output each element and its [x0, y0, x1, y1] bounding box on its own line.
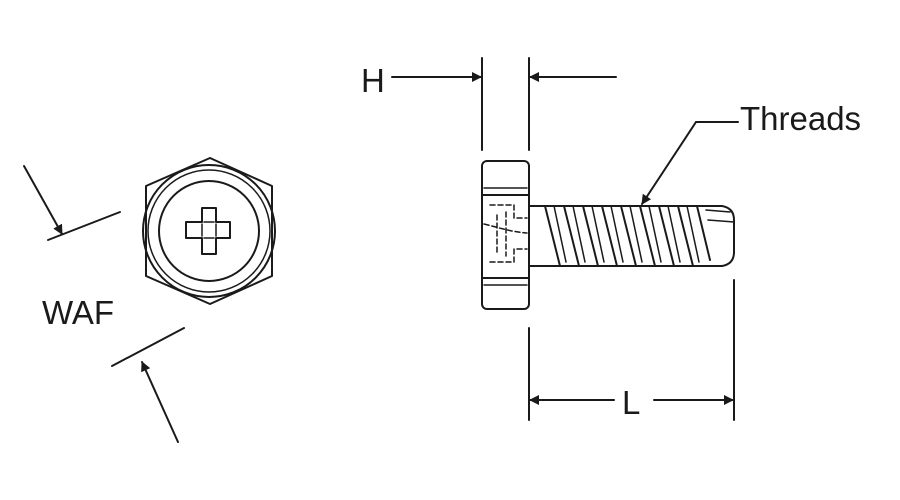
hex-head-end-view [142, 157, 276, 305]
recess-hidden-lines [483, 204, 528, 263]
phillips-recess-icon [185, 207, 231, 255]
h-dimension [391, 57, 617, 151]
threads-label: Threads [740, 100, 862, 137]
l-dimension [528, 279, 735, 421]
screw-side-view [481, 160, 735, 310]
head-height-label: H [361, 62, 385, 99]
length-label: L [622, 384, 641, 421]
width-across-flats-label: WAF [42, 294, 115, 331]
waf-dimension [23, 165, 185, 443]
thread-lines [544, 205, 735, 267]
threads-leader [641, 121, 739, 205]
